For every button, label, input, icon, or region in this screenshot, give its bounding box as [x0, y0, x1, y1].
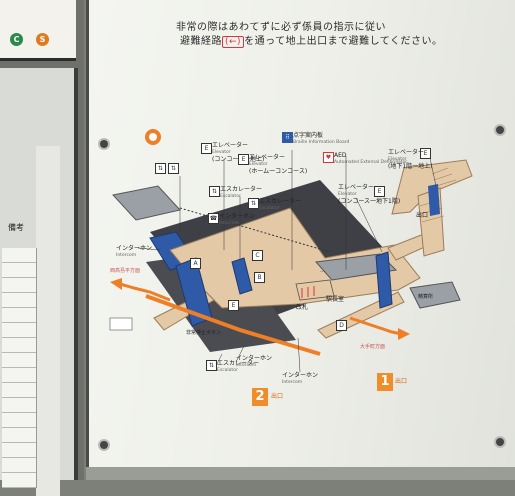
elevator-concourse-b1-label: エレベーター Elevator (コンコース一地下1階): [338, 184, 401, 205]
aed-label: AED Automated External Defibrillator: [334, 152, 408, 165]
escalator-icon: ⇅: [155, 163, 166, 174]
right-exit-block-label: 出口: [416, 212, 429, 219]
braille-board-label: 点字案内板 Braille Information Board: [293, 132, 350, 145]
screw-icon: [100, 441, 108, 449]
left-timetable: [2, 248, 37, 488]
gate-marker-c: C: [252, 250, 263, 261]
escalator-icon: ⇅: [248, 198, 259, 209]
screw-icon: [100, 140, 108, 148]
evacuation-arrow-right-icon: [398, 328, 410, 340]
gate-marker-b: B: [254, 272, 265, 283]
ticket-gate-bars: [301, 286, 315, 298]
gate-marker-e: E: [228, 300, 239, 311]
left-exit-info-box: [109, 317, 133, 331]
elevator-icon: E: [374, 186, 385, 197]
poster-bottom-frame: [86, 467, 515, 480]
intercom-label: インターホン Intercom: [282, 372, 319, 385]
you-are-here-icon: [145, 129, 161, 145]
ticket-gate-label: 改札: [296, 304, 309, 311]
left-panel-strip: [36, 146, 60, 496]
line-pictogram-c: C: [10, 33, 23, 46]
line-pictogram-s: S: [36, 33, 49, 46]
escalator-right: [375, 251, 393, 309]
intercom-icon: ☎: [208, 213, 219, 224]
emergency-stop-label: 非常停止ボタン: [186, 330, 222, 336]
left-timetable-panel: [0, 68, 78, 496]
escalator-icon: ⇅: [206, 360, 217, 371]
gate-marker-a: A: [190, 258, 201, 269]
escalator-label: エスカレーター Escalator: [217, 360, 260, 373]
exit-2-badge: 2: [252, 388, 268, 406]
evacuation-route-main: [145, 294, 321, 356]
direction-left-label: 西高島平方面: [110, 268, 141, 274]
elevator-icon: E: [420, 148, 431, 159]
intercom-label: インターホン Intercom: [116, 245, 153, 258]
right-wing-elevator: [428, 184, 440, 216]
escalator-icon: ⇅: [168, 163, 179, 174]
braille-board-icon: ⠿: [282, 132, 293, 143]
right-lower-block: [409, 281, 461, 309]
right-upper-block-label: …: [320, 268, 325, 274]
station-office-label: 駅長室: [326, 296, 345, 303]
intercom-label: インターホン Intercom: [236, 355, 273, 368]
fare-adjust-label: 精算所: [418, 294, 434, 300]
elevator-home-label: エレベーター Elevator (ホーム一コンコース): [249, 154, 308, 175]
aed-icon: ♥: [323, 152, 334, 163]
escalator-label: エスカレーター Escalator: [220, 186, 263, 199]
ticket-gate-area: [295, 279, 335, 301]
evacuation-instruction-line1: 非常の際はあわてずに必ず係員の指示に従い: [176, 22, 386, 33]
evacuation-instruction-line2: 避難経路(←)を通って地上出口まで避難してください。: [180, 36, 443, 48]
intercom-label: インターホン Intercom: [219, 213, 256, 226]
left-station-sign: C S: [0, 0, 76, 61]
exit-1-badge: 1: [377, 373, 393, 391]
elevator-right-label: エレベーター Elevator (地下1階一地上): [388, 149, 433, 170]
evacuation-arrow-symbol: (←): [222, 36, 245, 48]
station-map-drawing: [109, 129, 473, 373]
evacuation-route-left: [119, 282, 171, 302]
screw-icon: [496, 126, 504, 134]
exit-1-label: 出口: [395, 378, 408, 385]
evacuation-route-right: [349, 316, 403, 336]
gate-marker-d: D: [336, 320, 347, 331]
elevator-icon: E: [201, 143, 212, 154]
left-table-label: 備考: [8, 223, 24, 232]
direction-right-label: 大手町方面: [360, 344, 386, 350]
escalator-label: エスカレーター Escalator: [259, 198, 302, 211]
evacuation-arrow-left-icon: [110, 278, 122, 290]
exit-2-label: 出口: [271, 393, 284, 400]
left-platform-block: [112, 185, 181, 221]
elevator-icon: E: [238, 154, 249, 165]
screw-icon: [496, 438, 504, 446]
escalator-icon: ⇅: [209, 186, 220, 197]
